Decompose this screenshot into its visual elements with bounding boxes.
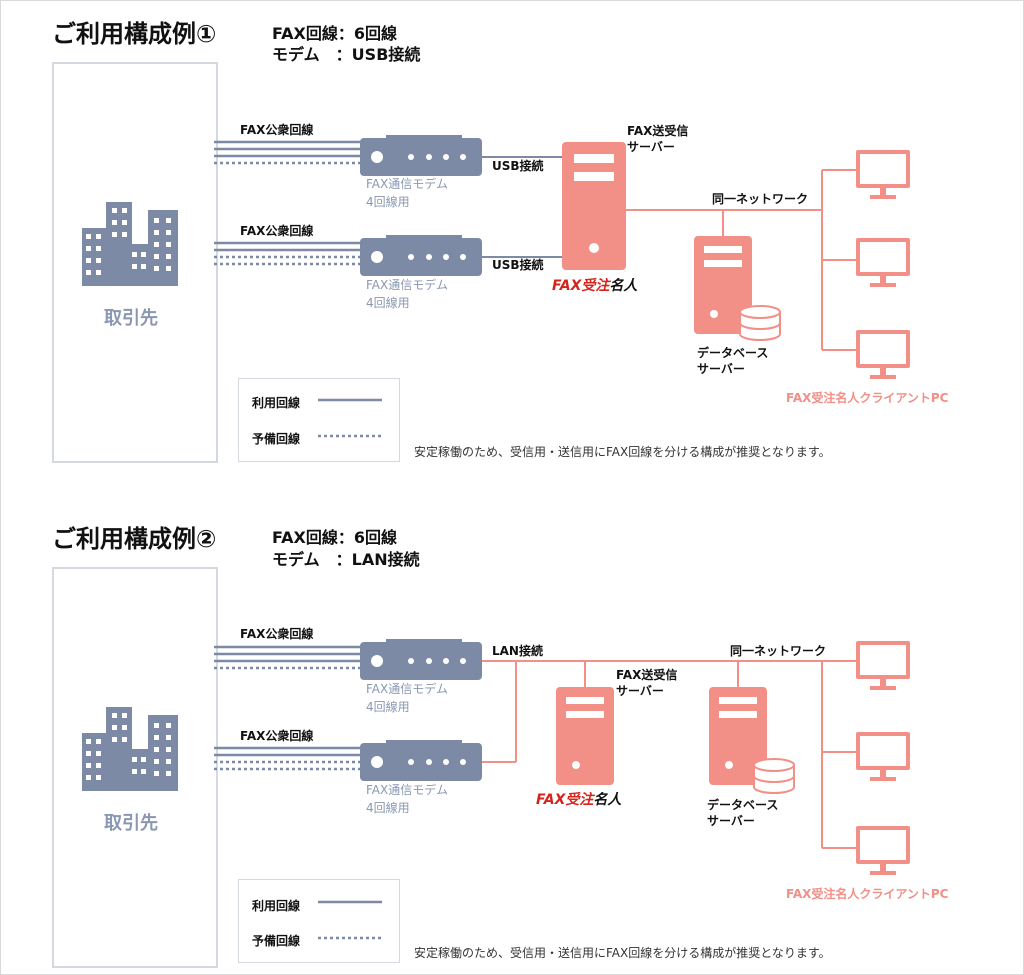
modem-caption-bottom: FAX通信モデム <box>366 783 448 797</box>
db-server-label-2: サーバー <box>697 362 745 376</box>
diagram-2-spec-fax-lines: FAX回線：6回線 <box>272 528 397 547</box>
line-label-bottom: FAX公衆回線 <box>240 729 314 743</box>
fax-lines-bottom <box>214 746 362 771</box>
recommendation-note: 安定稼働のため、受信用・送信用にFAX回線を分ける構成が推奨となります。 <box>414 445 831 459</box>
modem-caption-top-lines: 4回線用 <box>366 700 410 714</box>
logo-fax: FAX <box>552 278 582 294</box>
db-server-label-2: サーバー <box>707 814 755 828</box>
usb-connection-label-bottom: USB接続 <box>492 258 544 272</box>
fax-server-icon <box>562 142 626 270</box>
lan-connection-label: LAN接続 <box>492 644 543 658</box>
fax-modem-bottom <box>360 235 482 276</box>
logo-juchu: 受注 <box>581 278 610 294</box>
product-logo: FAX受注名人 <box>536 793 621 807</box>
network-label: 同一ネットワーク <box>730 644 827 658</box>
client-pc-monitor-icon <box>856 150 910 199</box>
fax-lines-bottom <box>214 241 362 266</box>
logo-fax: FAX <box>536 792 566 808</box>
fax-server-label: FAX送受信 <box>627 124 689 138</box>
fax-server-label-2: サーバー <box>627 140 675 154</box>
client-pc-monitor-icon <box>856 641 910 690</box>
modem-caption-top-lines: 4回線用 <box>366 195 410 209</box>
modem-caption-top: FAX通信モデム <box>366 682 448 696</box>
diagram-1-title: ご利用構成例① <box>52 20 217 48</box>
legend-box <box>238 879 400 963</box>
fax-modem-top <box>360 135 482 176</box>
network-label: 同一ネットワーク <box>712 192 809 206</box>
fax-modem-top <box>360 639 482 680</box>
fax-server-label-2: サーバー <box>616 684 664 698</box>
recommendation-note: 安定稼働のため、受信用・送信用にFAX回線を分ける構成が推奨となります。 <box>414 946 831 960</box>
db-server-label: データベース <box>707 798 779 812</box>
line-label-top: FAX公衆回線 <box>240 123 314 137</box>
legend-backup-label: 予備回線 <box>252 934 301 948</box>
client-pc-monitor-icon <box>856 238 910 287</box>
fax-server-label: FAX送受信 <box>616 668 678 682</box>
line-label-top: FAX公衆回線 <box>240 627 314 641</box>
client-pc-label: FAX受注名人クライアントPC <box>786 887 949 901</box>
building-icon <box>82 707 178 791</box>
legend-active-label: 利用回線 <box>252 396 301 410</box>
modem-caption-top: FAX通信モデム <box>366 177 448 191</box>
fax-lines-top <box>214 645 362 670</box>
logo-juchu: 受注 <box>565 792 594 808</box>
modem-caption-bottom-lines: 4回線用 <box>366 296 410 310</box>
diagram-2-spec-modem: モデム ：LAN接続 <box>272 550 420 569</box>
partner-label: 取引先 <box>104 813 158 834</box>
logo-meijin: 名人 <box>609 278 638 294</box>
lan-network-lines <box>482 660 856 849</box>
diagram-1-spec-fax-lines: FAX回線：6回線 <box>272 24 397 43</box>
modem-caption-bottom-lines: 4回線用 <box>366 801 410 815</box>
fax-modem-bottom <box>360 740 482 781</box>
database-icon <box>753 758 795 794</box>
usb-connection-label-top: USB接続 <box>492 159 544 173</box>
client-pc-monitor-icon <box>856 330 910 379</box>
product-logo: FAX受注名人 <box>552 279 637 293</box>
client-pc-monitor-icon <box>856 826 910 875</box>
diagram-1-spec-modem: モデム ：USB接続 <box>272 45 421 64</box>
partner-label: 取引先 <box>104 308 158 329</box>
diagram-2-title: ご利用構成例② <box>52 525 217 553</box>
building-icon <box>82 202 178 286</box>
db-server-label: データベース <box>697 346 769 360</box>
client-pc-label: FAX受注名人クライアントPC <box>786 391 949 405</box>
fax-server-icon <box>556 687 614 785</box>
database-icon <box>739 305 781 341</box>
logo-meijin: 名人 <box>593 792 622 808</box>
line-label-bottom: FAX公衆回線 <box>240 224 314 238</box>
legend-active-label: 利用回線 <box>252 899 301 913</box>
client-pc-monitor-icon <box>856 732 910 781</box>
legend-box <box>238 378 400 462</box>
modem-caption-bottom: FAX通信モデム <box>366 278 448 292</box>
network-lines <box>626 169 856 351</box>
legend-backup-label: 予備回線 <box>252 432 301 446</box>
fax-lines-top <box>214 140 362 165</box>
